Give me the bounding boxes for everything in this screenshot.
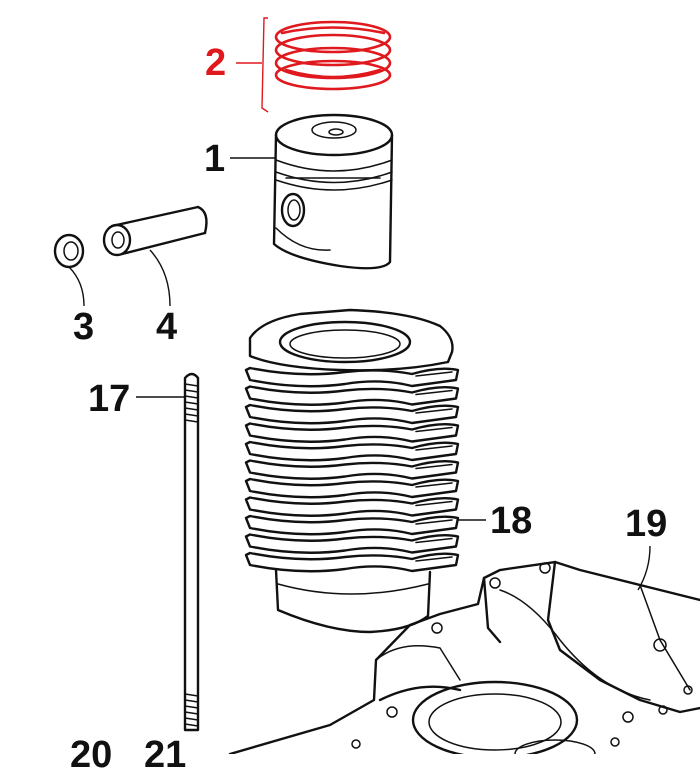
cylinder-fin-edge: [415, 519, 453, 525]
cylinder-fin: [244, 440, 460, 462]
cylinder-fin: [244, 459, 460, 480]
cylinder-fin: [244, 385, 460, 406]
cylinder-fin-edge: [415, 500, 453, 507]
callout-cylinder: 18: [490, 500, 533, 542]
cylinder-fin-edge: [415, 537, 453, 544]
cylinder-fin-edge: [415, 408, 453, 414]
callout-piston-rings: 2: [205, 42, 227, 84]
circlip: [53, 233, 85, 307]
stud: [136, 372, 200, 732]
cylinder-fin: [244, 403, 460, 425]
cylinder-fin: [244, 514, 460, 536]
cylinder-fin: [244, 551, 460, 573]
cylinder-fin-edge: [415, 389, 453, 396]
cylinder-fin: [244, 422, 460, 443]
callout-stud: 17: [88, 378, 131, 420]
cylinder-fin-edge: [415, 445, 453, 451]
piston-rings: [236, 17, 392, 113]
cylinder-fin-edge: [415, 463, 453, 470]
cylinder-fin-edge: [415, 556, 453, 562]
cylinder-fin: [244, 496, 460, 517]
piston: [230, 113, 394, 270]
crankcase: [228, 545, 700, 754]
cylinder-fin: [244, 533, 460, 554]
callout-bottom-partial: 20 21: [70, 734, 187, 776]
cylinder-fin-edge: [415, 426, 453, 433]
exploded-parts-diagram: [53, 17, 700, 754]
piston-pin: [102, 205, 208, 307]
cylinder-fin: [244, 477, 460, 499]
cylinder-fin: [244, 366, 460, 388]
callout-piston-pin: 4: [156, 306, 178, 348]
cylinder: [244, 308, 486, 634]
callout-piston: 1: [204, 138, 226, 180]
cylinder-fin-edge: [415, 371, 453, 377]
callout-crankcase: 19: [625, 503, 668, 545]
callout-circlip: 3: [73, 306, 95, 348]
cylinder-fin-edge: [415, 482, 453, 488]
